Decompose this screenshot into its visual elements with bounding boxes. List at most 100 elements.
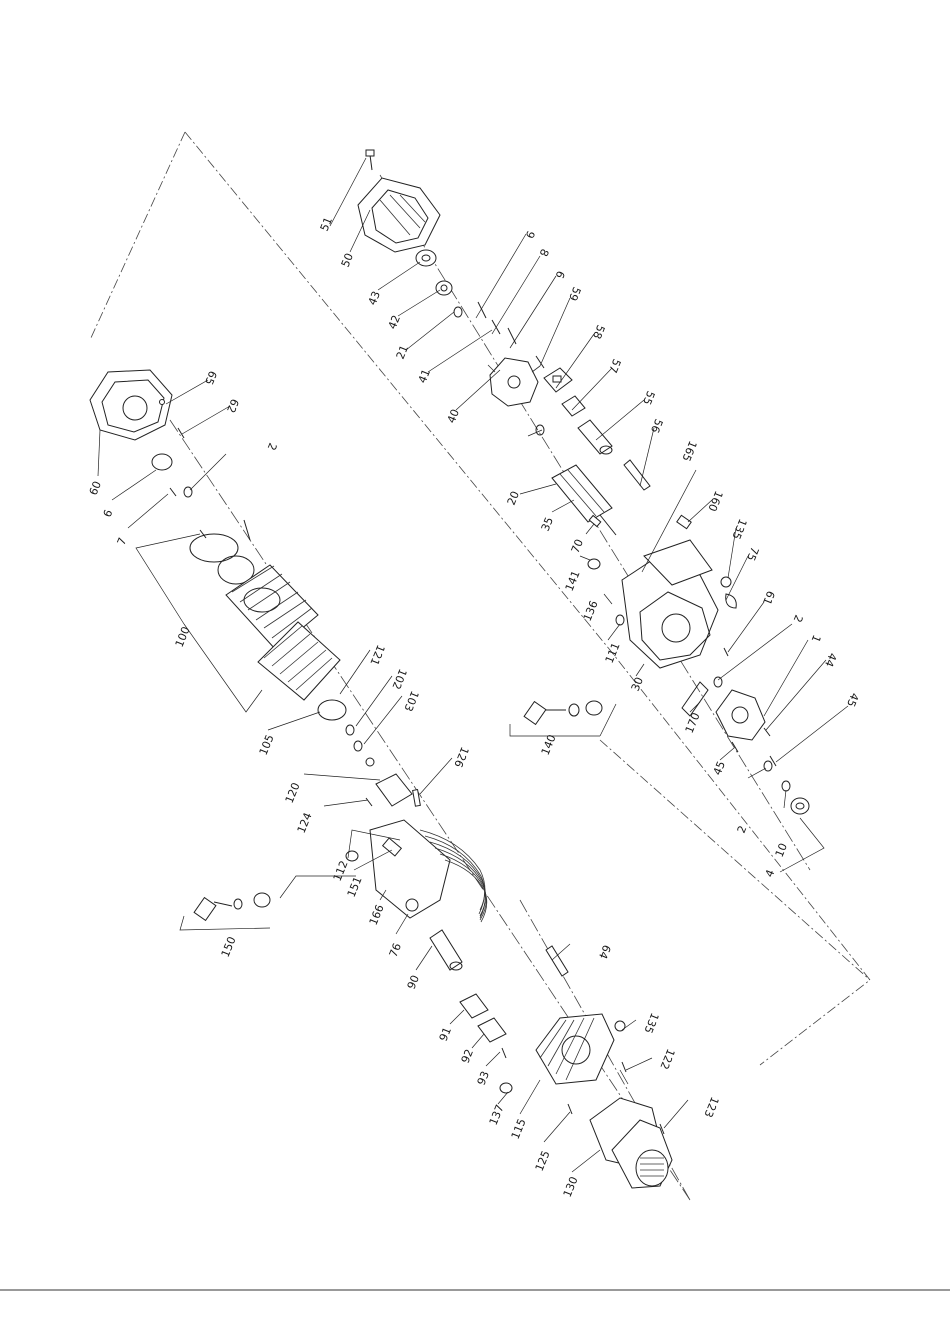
label-51: 51 xyxy=(318,215,335,233)
screw-45a xyxy=(732,742,738,752)
construction-lines xyxy=(90,132,870,1200)
label-62: 62 xyxy=(224,397,241,415)
label-120: 120 xyxy=(283,781,303,805)
label-123: 123 xyxy=(701,1095,721,1119)
ring-21 xyxy=(454,307,462,317)
screw-7 xyxy=(170,488,176,496)
bearing-42 xyxy=(436,281,452,295)
label-45b: 45 xyxy=(711,759,728,777)
label-160: 160 xyxy=(705,489,725,513)
leader-lines xyxy=(98,158,848,1172)
label-30: 30 xyxy=(629,675,646,693)
label-166: 166 xyxy=(367,903,387,927)
label-124: 124 xyxy=(295,811,315,835)
plug-137 xyxy=(500,1083,512,1093)
ring-2-left xyxy=(184,487,192,497)
valve-140 xyxy=(524,701,602,724)
label-91: 91 xyxy=(437,1025,454,1043)
label-10: 10 xyxy=(773,841,790,859)
label-122: 122 xyxy=(657,1047,677,1071)
label-100: 100 xyxy=(173,625,193,649)
label-165: 165 xyxy=(679,439,699,463)
nut-135-lower xyxy=(615,1021,625,1031)
label-76: 76 xyxy=(387,941,404,959)
screw-122 xyxy=(622,1062,626,1072)
pin-64 xyxy=(546,946,568,976)
rotor-20 xyxy=(552,465,616,535)
label-4: 4 xyxy=(763,868,778,879)
label-140: 140 xyxy=(539,733,559,757)
ring-121 xyxy=(346,725,354,735)
label-112: 112 xyxy=(331,859,351,883)
label-20: 20 xyxy=(505,489,522,507)
screw-51 xyxy=(366,150,374,170)
end-cover-60 xyxy=(90,370,172,440)
cover-92 xyxy=(478,1018,506,1042)
label-56: 56 xyxy=(648,417,665,435)
label-151: 151 xyxy=(345,875,365,899)
screw-124 xyxy=(366,798,372,806)
pin-56 xyxy=(624,460,650,490)
ring-102 xyxy=(354,741,362,751)
cap-135 xyxy=(721,577,731,587)
label-90: 90 xyxy=(405,973,422,991)
hub-6 xyxy=(152,454,172,470)
label-121: 121 xyxy=(367,643,387,667)
label-2b: 2 xyxy=(735,824,750,835)
label-9a: 9 xyxy=(523,229,538,240)
label-92: 92 xyxy=(459,1047,476,1065)
label-21: 21 xyxy=(394,343,411,361)
label-115: 115 xyxy=(509,1117,529,1141)
label-103: 103 xyxy=(401,689,421,713)
label-105: 105 xyxy=(257,733,277,757)
screw-65 xyxy=(160,400,165,405)
label-6b: 6 xyxy=(101,508,116,519)
label-35: 35 xyxy=(539,515,556,533)
label-170: 170 xyxy=(683,711,703,735)
valve-plate-57 xyxy=(562,396,585,416)
label-44: 44 xyxy=(822,651,839,669)
screw-45b xyxy=(770,756,776,766)
label-75: 75 xyxy=(744,545,761,563)
label-40: 40 xyxy=(445,407,462,425)
label-70: 70 xyxy=(569,537,586,555)
label-136: 136 xyxy=(581,599,601,623)
label-93: 93 xyxy=(475,1069,492,1087)
end-cover-50 xyxy=(358,178,440,252)
label-102: 102 xyxy=(389,667,409,691)
screw-111 xyxy=(616,615,624,625)
label-2c: 2 xyxy=(265,441,280,452)
label-111: 111 xyxy=(603,641,623,665)
nut-103 xyxy=(366,758,374,766)
label-125: 125 xyxy=(533,1149,553,1173)
label-60: 60 xyxy=(87,479,104,497)
key-126 xyxy=(413,790,421,807)
sleeve-55 xyxy=(578,420,612,454)
pins-9-8-6 xyxy=(478,302,516,344)
ring-2-upper xyxy=(714,677,722,687)
label-58: 58 xyxy=(590,323,607,341)
label-1: 1 xyxy=(809,633,824,644)
label-50: 50 xyxy=(339,251,356,269)
screw-112 xyxy=(346,851,358,861)
label-45a: 45 xyxy=(844,691,861,709)
electric-motor-130 xyxy=(590,1098,672,1188)
bearing-4 xyxy=(791,798,809,814)
label-135b: 135 xyxy=(641,1011,661,1035)
label-42: 42 xyxy=(386,313,403,331)
label-137: 137 xyxy=(487,1103,507,1127)
coupling-120 xyxy=(376,774,412,806)
label-8: 8 xyxy=(537,247,552,258)
plug-141 xyxy=(588,559,600,569)
label-6a: 6 xyxy=(553,269,568,280)
impeller-40 xyxy=(488,358,540,406)
impeller-assembly-100 xyxy=(190,520,340,700)
flange-115 xyxy=(536,1014,614,1084)
hub-105 xyxy=(318,700,346,720)
motor-body-76 xyxy=(370,820,487,922)
label-43: 43 xyxy=(366,289,383,307)
label-126: 126 xyxy=(451,745,471,769)
ring-2-lower xyxy=(764,761,772,771)
housing-30 xyxy=(622,540,718,668)
